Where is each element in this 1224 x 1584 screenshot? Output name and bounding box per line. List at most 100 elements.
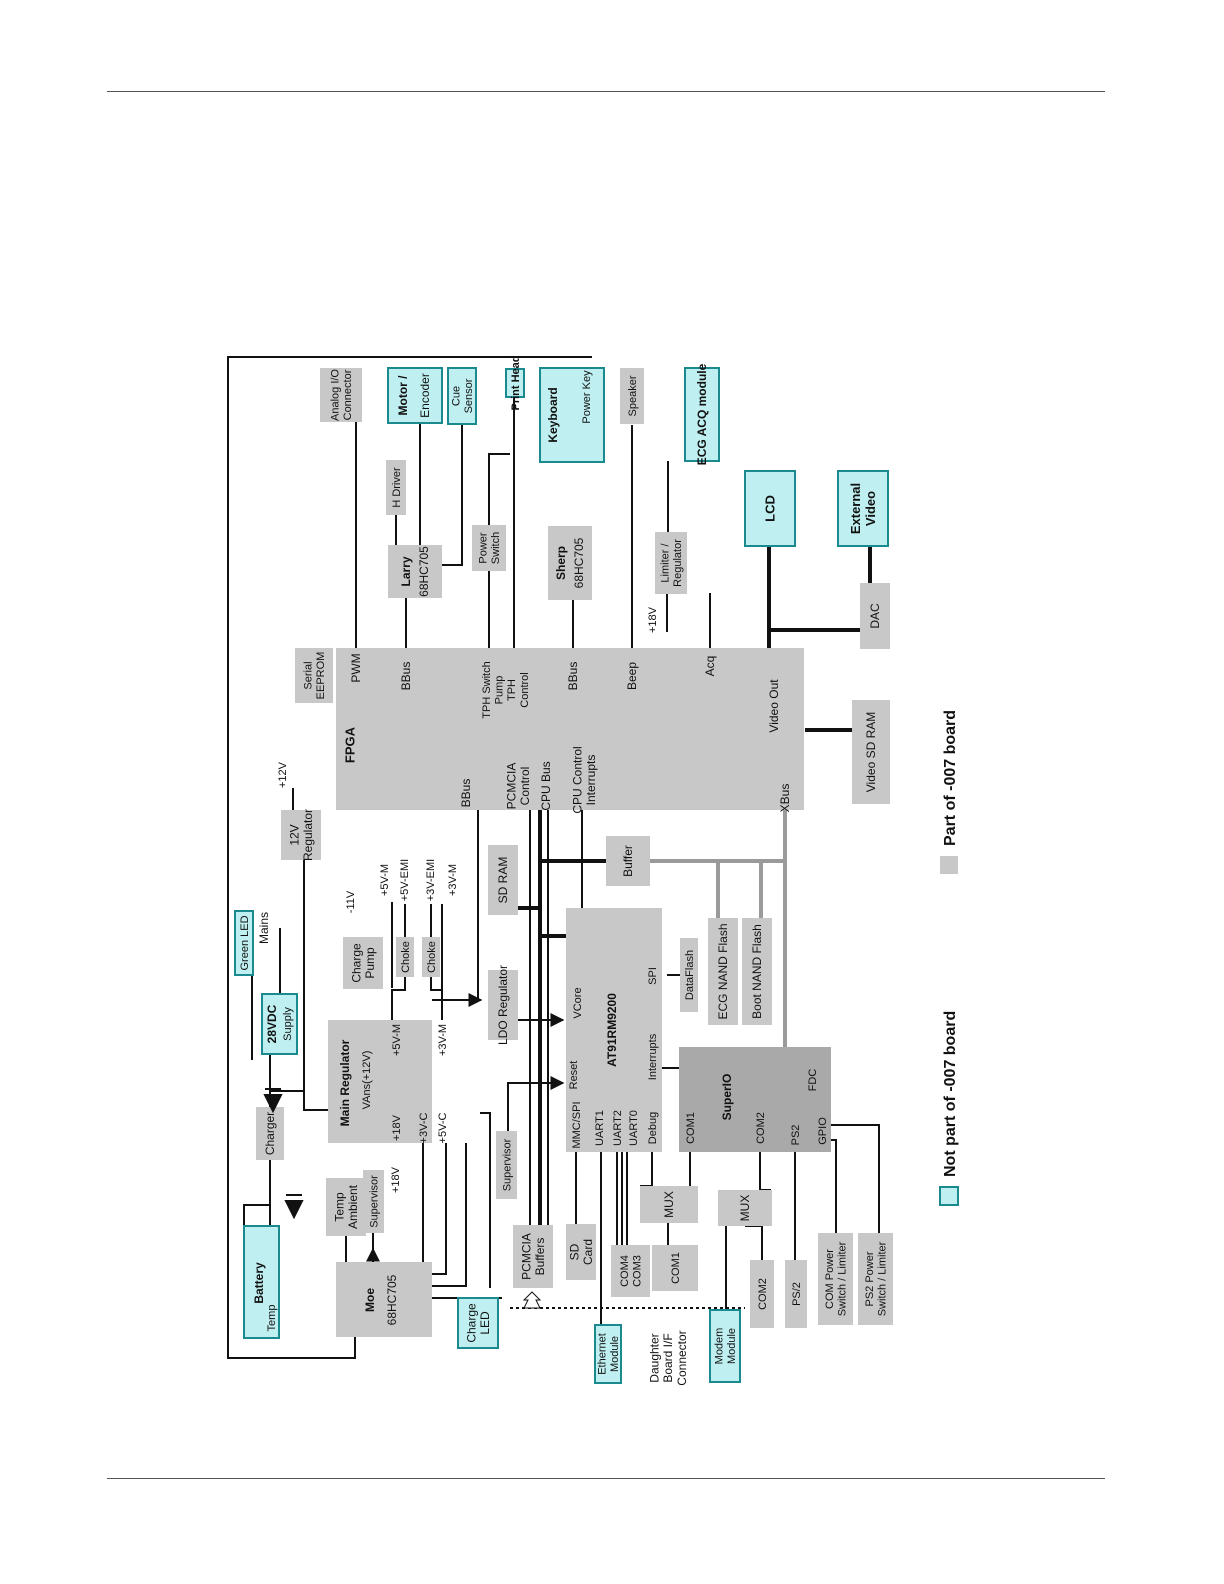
reg-pin-5vm: +5V-M [391, 1024, 403, 1056]
motor-encoder-block [387, 367, 443, 424]
ps2-power-block-label-line-1: PS2 Power [864, 1251, 876, 1306]
at91-title: AT91RM9200 [605, 993, 619, 1067]
green-led-block [234, 910, 254, 976]
pcmcia-buffers-block-label-line-2: Buffers [533, 1238, 547, 1276]
analog-io-block [320, 368, 362, 422]
reg-pin-3vm: +3V-M [437, 1024, 449, 1056]
motor-encoder-block-label: Motor / [396, 375, 410, 416]
buffer-block-label: Buffer [621, 845, 635, 877]
legend-part: Part of -007 board [942, 710, 959, 846]
supervisor-block-2-label: Supervisor [501, 1138, 513, 1191]
external-video-block-label-line-2: Video [863, 491, 878, 526]
supply-sub: Supply [282, 1007, 294, 1041]
com2-box-block-label: COM2 [757, 1278, 769, 1310]
ps2-power-block [858, 1233, 893, 1325]
footer-rule [107, 1478, 1105, 1479]
twelve-v-regulator-block-label-line-2: Regulator [301, 809, 315, 861]
fpga-pin-pcmcia-control-line-1: PCMCIA [504, 763, 518, 810]
fpga-pin-bbus-1: BBus [399, 662, 413, 691]
limiter-regulator-block [655, 532, 687, 594]
moe-block [336, 1262, 432, 1337]
fpga-pin-tph-line-1: TPH Switch [481, 661, 493, 718]
com-power-block-label-line-2: Switch / Limiter [837, 1241, 849, 1316]
supply-28v-block [261, 993, 298, 1055]
superio-pin-fdc: FDC [807, 1069, 819, 1092]
rail-12v: +12V [277, 761, 289, 788]
reg-pin-5vc: +5V-C [437, 1113, 449, 1144]
analog-io-block-label-line-2: Connector [342, 369, 354, 420]
rail-m11v: -11V [345, 890, 357, 913]
charge-pump-block-label-line-1: Charge [349, 943, 363, 983]
rail-3vemi: +3V-EMI [425, 859, 437, 902]
sd-card-block-label-line-1: SD [567, 1243, 581, 1260]
moe-title: Moe [363, 1288, 377, 1312]
dac-block-label: DAC [868, 603, 882, 629]
com1-box-block [652, 1245, 698, 1291]
reg-pin-3vc: +3V-C [418, 1113, 430, 1144]
rail-3vm: +3V-M [447, 864, 459, 896]
superio-pin-gpio: GPIO [817, 1117, 829, 1145]
superio-pin-com1: COM1 [685, 1112, 697, 1144]
limiter-regulator-block-label-line-2: Regulator [672, 539, 684, 587]
temp-ambient-block [326, 1178, 366, 1236]
fpga-pin-cpu-control-line-2: Interrupts [584, 755, 598, 806]
battery-title: Battery [252, 1262, 266, 1304]
fpga-pin-cpu-control-line-1: CPU Control [570, 746, 584, 813]
at91-pin-uart2: UART2 [612, 1110, 624, 1146]
fpga-pin-xbus: XBus [778, 784, 792, 813]
wires [227, 356, 880, 1359]
keyboard-power-key: Power Key [581, 370, 593, 424]
battery-sub: Temp [266, 1305, 278, 1332]
ps2-box-block [785, 1260, 807, 1328]
charge-pump-block-label-line-2: Pump [363, 947, 377, 979]
daughter-board-label-line-1: Daughter [647, 1333, 661, 1382]
at91-pin-mmc: MMC/SPI [571, 1101, 583, 1148]
rail-5vm: +5V-M [379, 864, 391, 896]
choke-1-block [396, 937, 414, 977]
video-sdram-block-label: Video SD RAM [864, 712, 878, 792]
twelve-v-regulator-block-label-line-1: 12V [287, 824, 301, 845]
charge-led-block-label-line-2: LED [478, 1311, 492, 1335]
superio-block [679, 1047, 831, 1152]
mux-2-block [718, 1190, 772, 1226]
external-video-block [837, 470, 889, 547]
superio-title: SuperIO [720, 1074, 734, 1121]
mux-1-block-label: MUX [662, 1191, 676, 1218]
fpga-title: FPGA [343, 726, 358, 763]
charge-led-block [457, 1297, 499, 1349]
fpga-pin-tph-line-4: Control [519, 672, 531, 707]
larry-block-sub: 68HC705 [417, 546, 431, 597]
serial-eeprom-block [295, 648, 333, 703]
main-regulator-block [328, 1020, 432, 1143]
fpga-pin-acq: Acq [703, 656, 717, 677]
charge-led-block-label-line-1: Charge [464, 1303, 478, 1343]
choke-1-block-label: Choke [400, 941, 412, 973]
dac-block [860, 583, 890, 649]
ecg-nand-block [708, 918, 738, 1025]
pcmcia-buffers-block [513, 1225, 553, 1288]
rail-18v-a: +18V [390, 1166, 402, 1193]
fpga-pin-pcmcia-control-line-2: Control [518, 767, 532, 806]
sd-ram-block [488, 845, 518, 915]
serial-eeprom-block-label-line-2: EEPROM [315, 652, 327, 700]
at91-pin-spi: SPI [647, 967, 659, 985]
at91-pin-vcore: VCore [572, 987, 584, 1018]
speaker-block [620, 368, 644, 424]
com1-box-block-label: COM1 [670, 1252, 682, 1284]
mux-1-block [640, 1186, 698, 1223]
at91-pin-uart1: UART1 [594, 1110, 606, 1146]
ps2-box-block-label: PS/2 [791, 1282, 803, 1306]
reg-pin-vans: VAns(+12V) [361, 1051, 373, 1110]
ethernet-block-label-line-1: Ethernet [597, 1333, 609, 1375]
diode-2 [284, 1194, 304, 1220]
fpga-pin-bbus-2: BBus [566, 662, 580, 691]
ethernet-block [594, 1324, 622, 1384]
sd-card-block [566, 1224, 596, 1280]
at91-pin-debug: Debug [647, 1112, 659, 1144]
boot-nand-block-label: Boot NAND Flash [750, 924, 764, 1019]
mains-label: Mains [257, 912, 271, 944]
legend-not-part: Not part of -007 board [942, 1011, 959, 1177]
green-led-block-label: Green LED [239, 915, 251, 970]
fpga-pin-bbus-3: BBus [459, 779, 473, 808]
